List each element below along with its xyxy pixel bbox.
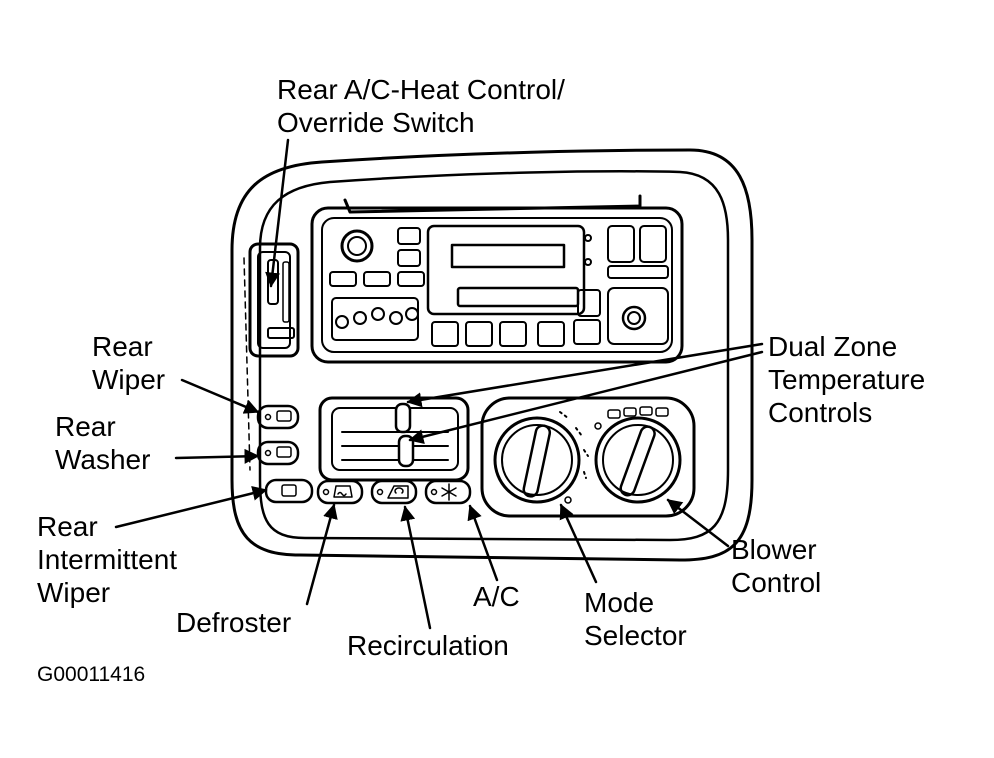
label-line: Recirculation xyxy=(347,630,509,661)
rear-wiper-icon xyxy=(276,410,292,422)
label-recirculation: Recirculation xyxy=(347,629,509,662)
leader-dual-zone-lower xyxy=(408,350,764,445)
knob-panel xyxy=(480,396,696,518)
leader-rear-wiper xyxy=(180,378,260,414)
recirculation-button[interactable] xyxy=(370,479,418,505)
dual-zone-temperature-panel xyxy=(318,396,470,482)
leader-recirculation xyxy=(400,505,432,630)
leader-blower-control xyxy=(666,498,730,548)
bezel-outline xyxy=(230,148,754,562)
defroster-button[interactable] xyxy=(316,479,364,505)
leader-lines xyxy=(114,138,764,630)
label-line: Wiper xyxy=(37,577,111,608)
label-line: Control xyxy=(731,567,822,598)
label-line: Temperature xyxy=(768,364,926,395)
label-rear-ac-heat-control: Rear A/C-Heat Control/Override Switch xyxy=(277,73,565,139)
label-ac: A/C xyxy=(473,580,520,613)
label-line: Intermittent xyxy=(37,544,178,575)
leader-mode-selector xyxy=(559,503,598,584)
blower-control-knob[interactable] xyxy=(594,406,682,504)
leader-dual-zone-upper xyxy=(406,342,764,408)
rear-washer-button[interactable] xyxy=(256,440,300,466)
label-line: Rear xyxy=(37,511,98,542)
leader-ac xyxy=(467,504,499,582)
leader-rear-washer xyxy=(174,448,260,464)
label-line: Rear A/C-Heat Control/ xyxy=(277,74,565,105)
label-line: Washer xyxy=(55,444,151,475)
label-line: Selector xyxy=(584,620,687,651)
label-line: Mode xyxy=(584,587,655,618)
ac-button[interactable] xyxy=(424,479,472,505)
defroster-icon xyxy=(333,485,353,498)
label-line: Rear xyxy=(92,331,153,362)
rear-intermittent-wiper-icon xyxy=(281,484,297,497)
figure-code: G00011416 xyxy=(37,663,146,686)
label-defroster: Defroster xyxy=(176,606,291,639)
rear-washer-icon xyxy=(276,446,292,458)
rear-wiper-button[interactable] xyxy=(256,404,300,430)
snowflake-icon xyxy=(441,483,457,501)
label-line: Dual Zone xyxy=(768,331,898,362)
leader-rear-ac-heat xyxy=(265,138,290,288)
leader-defroster xyxy=(305,503,338,606)
label-line: Blower xyxy=(731,534,817,565)
label-line: Defroster xyxy=(176,607,292,638)
rear-intermittent-wiper-button[interactable] xyxy=(264,478,314,504)
recirculation-icon xyxy=(387,485,409,499)
label-line: Override Switch xyxy=(277,107,475,138)
radio-unit xyxy=(310,194,684,364)
mode-selector-knob[interactable] xyxy=(493,411,589,504)
label-line: Rear xyxy=(55,411,116,442)
leader-rear-intermittent-wiper xyxy=(114,485,268,529)
label-line: A/C xyxy=(473,581,520,612)
temperature-slider-left[interactable] xyxy=(394,402,412,434)
label-line: Wiper xyxy=(92,364,166,395)
label-line: Controls xyxy=(768,397,873,428)
